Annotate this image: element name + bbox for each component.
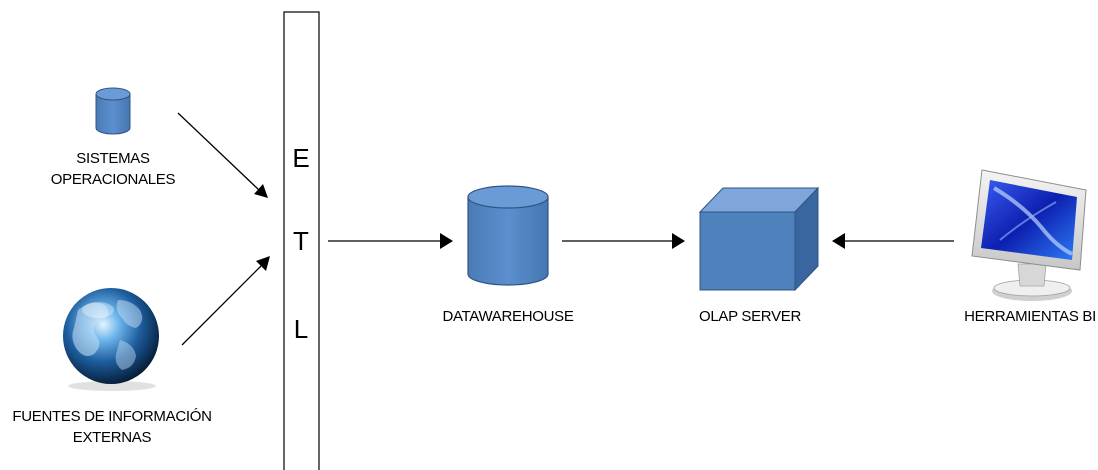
sistemas-label-line1: SISTEMAS bbox=[76, 150, 150, 167]
arrow-fuentes-to-etl bbox=[181, 256, 270, 346]
arrow-etl-to-datawarehouse bbox=[328, 233, 453, 249]
etl-letter-l: L bbox=[293, 314, 309, 344]
fuentes-label: FUENTES DE INFORMACIÓN EXTERNAS bbox=[2, 406, 222, 448]
arrow-datawarehouse-to-olap bbox=[562, 233, 685, 249]
monitor-icon bbox=[971, 169, 1087, 301]
etl-letter-t: T bbox=[293, 226, 309, 256]
sistemas-database-icon bbox=[95, 87, 131, 135]
datawarehouse-database-icon bbox=[467, 185, 549, 286]
globe-icon bbox=[63, 288, 159, 391]
olap-cube-icon bbox=[698, 186, 820, 292]
sistemas-label: SISTEMAS OPERACIONALES bbox=[38, 148, 188, 190]
etl-bar bbox=[283, 11, 320, 470]
fuentes-label-line1: FUENTES DE INFORMACIÓN bbox=[12, 408, 212, 425]
herramientas-label: HERRAMIENTAS BI bbox=[964, 308, 1096, 325]
datawarehouse-label: DATAWAREHOUSE bbox=[442, 308, 574, 325]
olap-label: OLAP SERVER bbox=[698, 308, 802, 325]
arrow-sistemas-to-etl bbox=[177, 112, 268, 198]
fuentes-label-line2: EXTERNAS bbox=[72, 429, 152, 446]
etl-letter-e: E bbox=[292, 143, 310, 173]
arrow-herramientas-to-olap bbox=[832, 233, 954, 249]
sistemas-label-line2: OPERACIONALES bbox=[50, 171, 176, 188]
